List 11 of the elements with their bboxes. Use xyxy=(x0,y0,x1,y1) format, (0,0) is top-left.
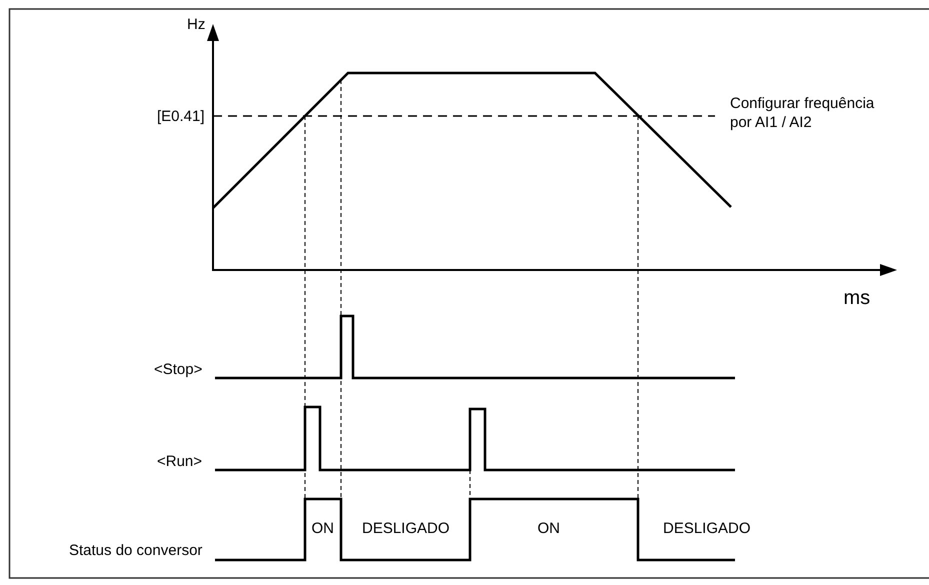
reference-value: [E0.41] xyxy=(157,106,205,126)
state-label: DESLIGADO xyxy=(362,518,450,538)
signal-name: <Stop> xyxy=(154,360,202,378)
state-label: ON xyxy=(538,518,560,538)
signal-name: Status do conversor xyxy=(69,540,202,560)
state-label: DESLIGADO xyxy=(663,518,751,538)
reference-note: Configurar frequência por AI1 / AI2 xyxy=(730,94,876,132)
state-label: ON xyxy=(312,518,334,538)
signal-name: <Run> xyxy=(157,452,202,470)
axis-label: ms xyxy=(844,286,870,310)
axis-label: Hz xyxy=(187,14,206,34)
